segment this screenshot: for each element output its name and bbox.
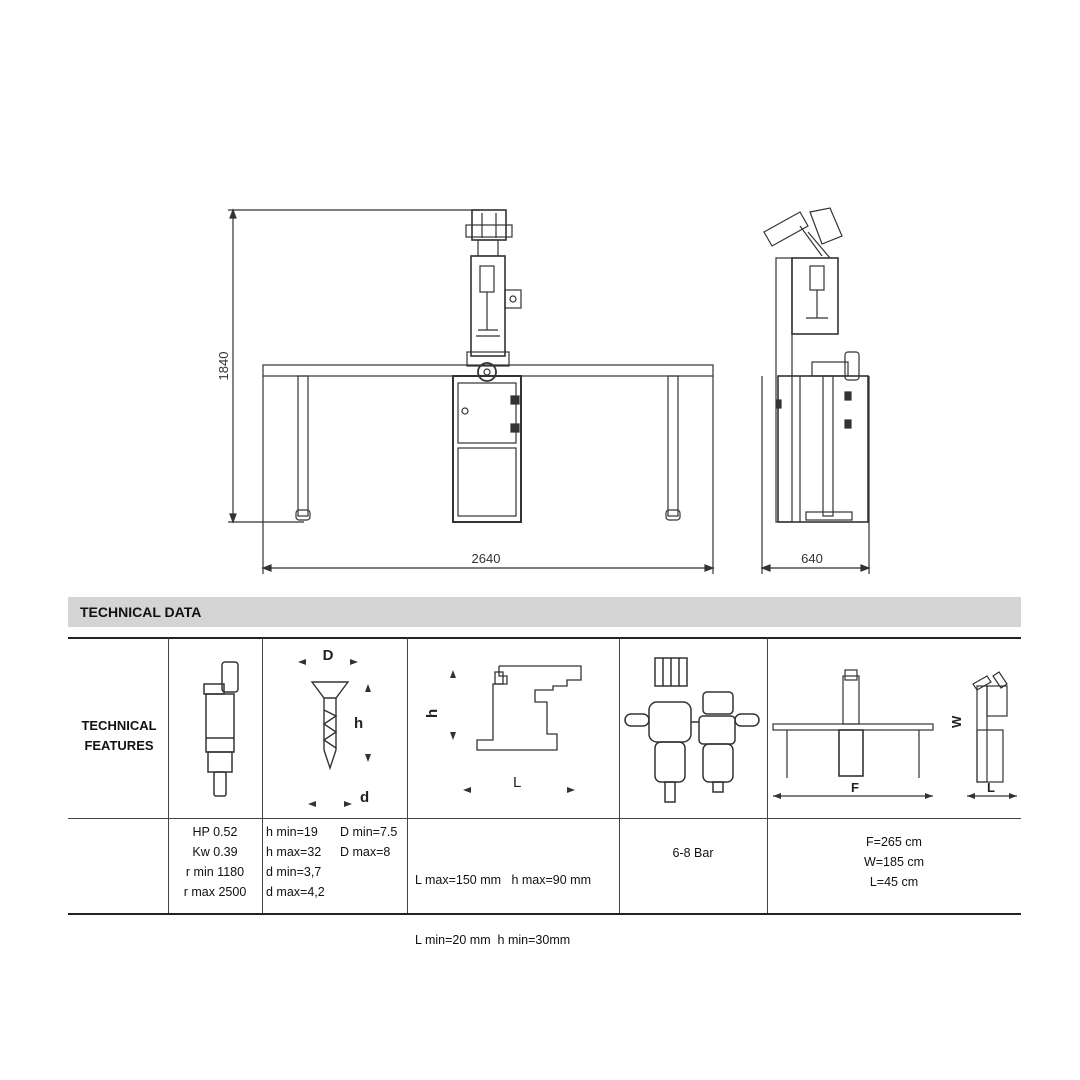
table-top-rule	[68, 637, 1021, 639]
technical-drawing: 1840 2640 640	[216, 207, 871, 574]
dimension-specs: F=265 cm W=185 cm L=45 cm	[863, 835, 925, 889]
technical-features-label: TECHNICAL FEATURES	[81, 718, 157, 753]
column-divider	[407, 638, 408, 913]
column-divider	[767, 638, 768, 913]
column-divider	[619, 638, 620, 913]
screw-specs-col1: h min=19 h max=32 d min=3,7 d max=4,2	[266, 825, 325, 899]
machine-label-F: F	[851, 780, 859, 795]
machine-label-W: W	[949, 715, 964, 728]
profile-label-L: L	[513, 774, 521, 791]
air-filter-regulator-icon	[624, 657, 760, 803]
table-row-divider	[68, 818, 1021, 819]
section-title: TECHNICAL DATA	[80, 604, 202, 620]
column-divider	[262, 638, 263, 913]
technical-data-header: TECHNICAL DATA	[68, 597, 1021, 627]
profile-label-h: h	[424, 709, 441, 718]
screw-specs-col2: D min=7.5 D max=8	[340, 825, 398, 859]
pressure-spec: 6-8 Bar	[672, 846, 714, 860]
height-dimension-label: 1840	[216, 352, 231, 381]
screw-label-h: h	[354, 715, 363, 732]
depth-dimension-label: 640	[801, 551, 823, 566]
machine-label-L: L	[987, 780, 995, 795]
screw-label-D: D	[323, 647, 334, 664]
motor-specs: HP 0.52 Kw 0.39 r min 1180 r max 2500	[183, 825, 247, 899]
screw-diagram: D h d	[298, 647, 371, 807]
profile-specs: L max=150 mm h max=90 mm L min=20 mm h m…	[415, 873, 591, 947]
motor-icon	[203, 661, 239, 797]
column-divider	[168, 638, 169, 913]
screw-label-d: d	[360, 789, 369, 806]
table-bottom-rule	[68, 913, 1021, 915]
width-dimension-label: 2640	[472, 551, 501, 566]
machine-dimensions-diagram: F W L	[772, 669, 1017, 799]
profile-diagram: h L	[424, 665, 582, 793]
